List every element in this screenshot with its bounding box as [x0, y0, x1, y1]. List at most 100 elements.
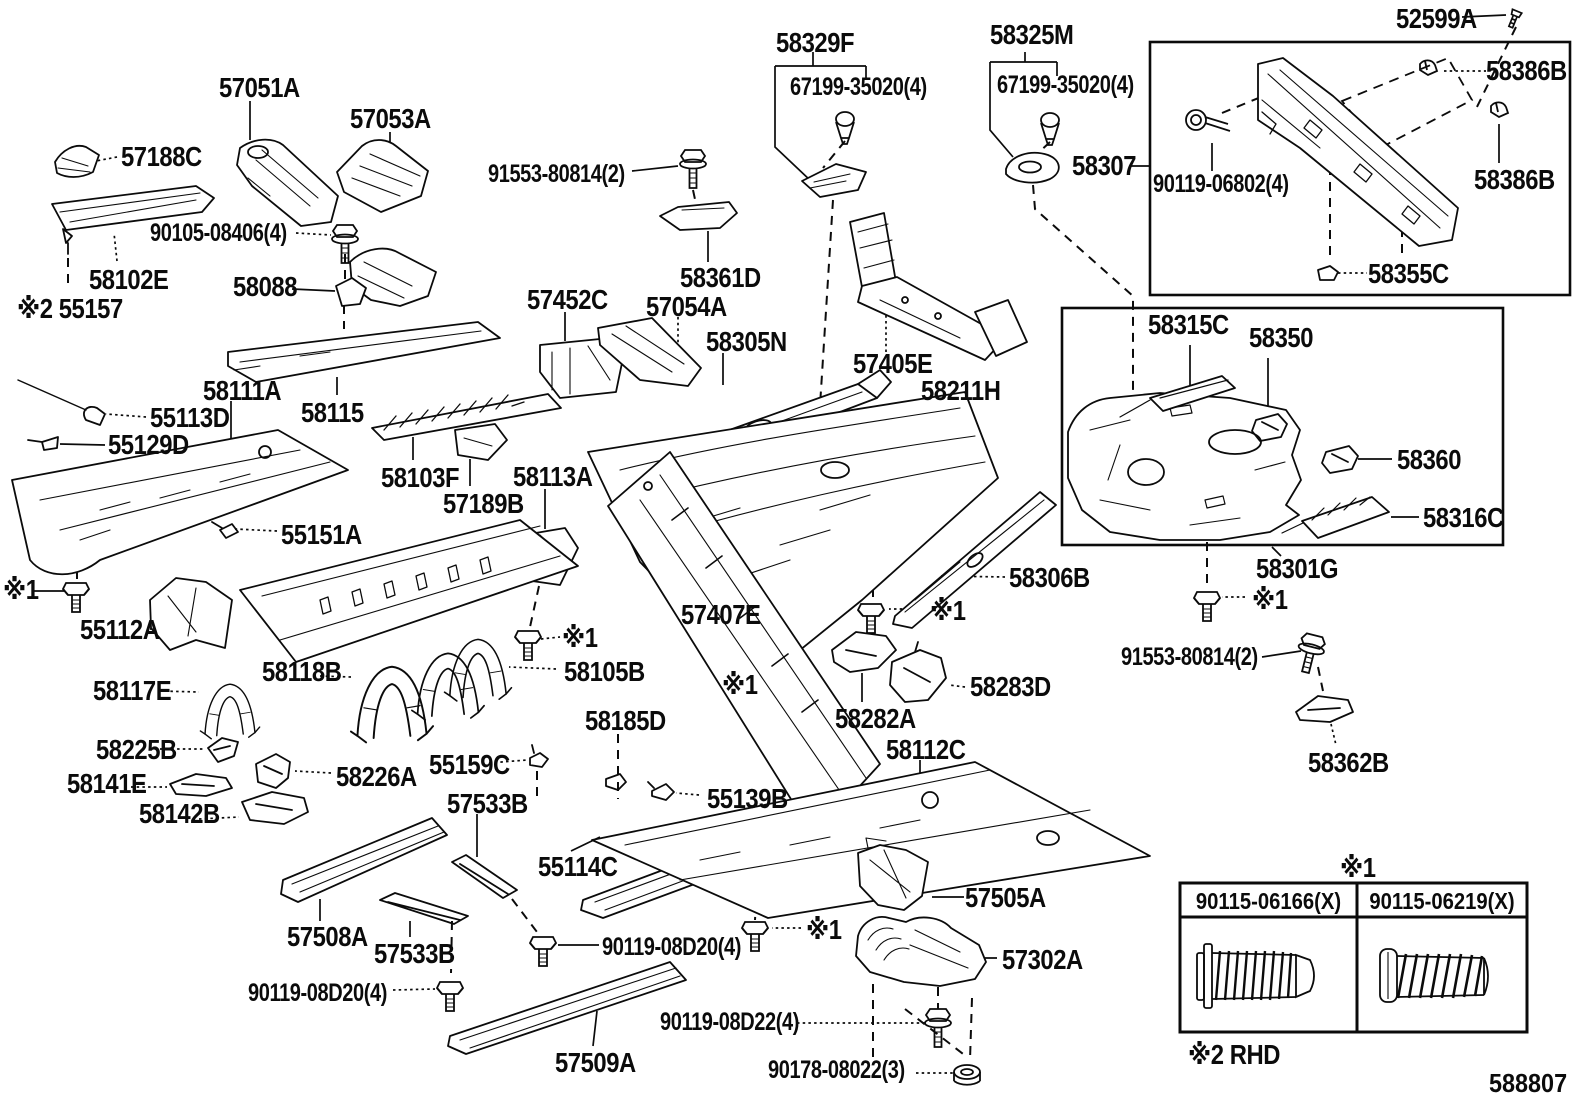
- part-label-58360: 58360: [1397, 444, 1462, 475]
- part-57533B-a-art: [451, 854, 518, 899]
- part-58115-art: [227, 321, 501, 383]
- ghost-outline-dashed: [1340, 56, 1474, 150]
- part-label-58307: 58307: [1072, 150, 1137, 181]
- part-label-58118B: 58118B: [262, 656, 342, 687]
- part-label-55139B: 55139B: [707, 783, 788, 814]
- part-57505A-art: [857, 837, 929, 911]
- part-label-57508A: 57508A: [287, 921, 368, 952]
- part-58301G-art: [1067, 392, 1302, 541]
- part-label-58282A: 58282A: [835, 703, 916, 734]
- part-label-52599A: 52599A: [1396, 3, 1477, 34]
- part-label-note1-a: ※1: [3, 574, 39, 605]
- part-58112C-art: [591, 761, 1151, 919]
- part-label-58355C: 58355C: [1368, 258, 1449, 289]
- part-58105B-art: [411, 638, 513, 721]
- part-label-67199-35020-b: 67199-35020(4): [997, 71, 1134, 99]
- part-58315C-art: [1119, 375, 1236, 418]
- part-label-58112C: 58112C: [886, 734, 966, 765]
- part-55139B-art: [647, 781, 675, 801]
- part-label-58361D: 58361D: [680, 262, 761, 293]
- part-label-58306B: 58306B: [1009, 562, 1090, 593]
- part-label-58111A: 58111A: [203, 375, 282, 406]
- part-label-57509A: 57509A: [555, 1047, 636, 1078]
- part-58185D-art: [605, 773, 627, 791]
- part-58088-art: [335, 247, 437, 307]
- part-label-57189B: 57189B: [443, 488, 524, 519]
- part-57188C-art: [54, 145, 100, 178]
- part-label-91553-80814-b: 91553-80814(2): [1121, 643, 1258, 671]
- part-label-58386B-2: 58386B: [1474, 164, 1555, 195]
- part-57054A-art: [597, 317, 702, 387]
- leader-lines-solid: [33, 14, 1507, 1047]
- part-label-58226A: 58226A: [336, 761, 417, 792]
- part-57189B-art: [454, 423, 508, 461]
- part-label-58283D: 58283D: [970, 671, 1051, 702]
- part-58283D-art: [889, 641, 947, 703]
- part-55113D-art: [17, 379, 106, 426]
- part-label-55157: ※2 55157: [17, 293, 123, 324]
- table-bolt-90115-06219-art: [1379, 948, 1489, 1003]
- detail-box-rear-floor: [1060, 306, 1505, 547]
- part-label-58115: 58115: [301, 397, 364, 428]
- table-bolt-90115-06166-art: [1196, 943, 1315, 1009]
- part-label-57053A: 57053A: [350, 103, 431, 134]
- part-label-58103F: 58103F: [381, 462, 460, 493]
- part-label-58185D: 58185D: [585, 705, 666, 736]
- part-label-58301G: 58301G: [1256, 553, 1339, 584]
- part-label-57407E: 57407E: [681, 599, 761, 630]
- part-55151A-art: [239, 519, 579, 663]
- part-label-note1-d: ※1: [722, 669, 758, 700]
- part-58316C-art: [1281, 496, 1390, 539]
- part-label-58117E: 58117E: [93, 675, 172, 706]
- part-57533B-b-art: [379, 892, 469, 925]
- part-58103F-art: [371, 393, 562, 441]
- part-label-57302A: 57302A: [1002, 944, 1083, 975]
- part-label-57188C: 57188C: [121, 141, 202, 172]
- part-58102E-art: [51, 185, 215, 231]
- part-55112A-art: [149, 577, 233, 651]
- part-55157-art: [62, 228, 73, 255]
- part-label-note2-rhd: ※2 RHD: [1188, 1039, 1280, 1070]
- part-label-57533B-a: 57533B: [447, 788, 528, 819]
- part-label-58102E: 58102E: [89, 264, 169, 295]
- part-label-55112A: 55112A: [80, 614, 160, 645]
- part-label-note1-e: ※1: [930, 595, 966, 626]
- part-57302A-art: [855, 916, 987, 987]
- part-label-57533B-b: 57533B: [374, 938, 455, 969]
- part-label-58141E: 58141E: [67, 768, 147, 799]
- part-label-90119-08D20-a: 90119-08D20(4): [248, 979, 387, 1007]
- part-58329F-art: [801, 163, 867, 198]
- part-58325M-art: [1005, 151, 1060, 184]
- part-58225B-art: [207, 737, 239, 763]
- part-57051A-art: [236, 138, 339, 227]
- part-label-55129D: 55129D: [108, 429, 189, 460]
- part-label-55151A: 55151A: [281, 519, 362, 550]
- part-label-note1-c: ※1: [806, 914, 842, 945]
- part-label-57452C: 57452C: [527, 284, 608, 315]
- part-label-55159C: 55159C: [429, 749, 510, 780]
- part-label-57405E: 57405E: [853, 348, 933, 379]
- part-58117E-art: [199, 683, 261, 740]
- part-label-91553-80814-a: 91553-80814(2): [488, 160, 625, 188]
- part-label-90119-08D20-b: 90119-08D20(4): [602, 933, 741, 961]
- part-55151A-clip-art: [211, 521, 239, 539]
- part-58355C-art: [1317, 265, 1339, 281]
- part-label-note1-f: ※1: [1252, 584, 1288, 615]
- part-label-58386B-1: 58386B: [1486, 55, 1567, 86]
- part-label-58350: 58350: [1249, 322, 1314, 353]
- part-label-90119-08D22: 90119-08D22(4): [660, 1008, 799, 1036]
- part-label-90119-06802: 90119-06802(4): [1153, 170, 1289, 198]
- part-label-57054A: 57054A: [646, 291, 727, 322]
- part-label-67199-35020-a: 67199-35020(4): [790, 73, 927, 101]
- part-label-58211H: 58211H: [921, 375, 1001, 406]
- part-58361D-art: [659, 201, 738, 231]
- part-label-58329F: 58329F: [776, 27, 855, 58]
- part-label-58305N: 58305N: [706, 326, 787, 357]
- part-label-58225B: 58225B: [96, 734, 177, 765]
- part-label-57051A: 57051A: [219, 72, 300, 103]
- part-57053A-art: [336, 139, 429, 213]
- part-55129D-art: [27, 436, 59, 451]
- part-label-58113A: 58113A: [513, 461, 593, 492]
